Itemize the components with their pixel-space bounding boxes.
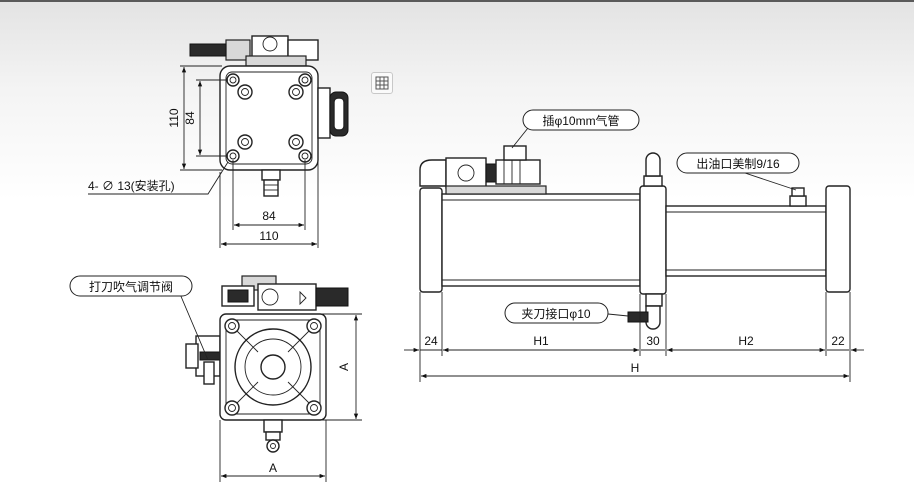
- top-border: [0, 0, 914, 2]
- side-view: [404, 127, 864, 382]
- dim-side-h2: H2: [738, 334, 754, 348]
- dim-side-30: 30: [646, 334, 660, 348]
- callout-oil-outlet: 出油口美制9/16: [696, 157, 780, 171]
- callout-air-pipe: 插φ10mm气管: [542, 113, 619, 128]
- callout-blow-valve-frame: [69, 275, 193, 297]
- callout-tool-clamp-port-frame: [504, 302, 609, 324]
- dim-front-width-inner: 84: [262, 209, 276, 223]
- dim-bottom-width-a: A: [269, 461, 277, 475]
- dim-bottom-side-a: A: [337, 363, 351, 371]
- callout-blow-valve: 打刀吹气调节阀: [89, 279, 173, 294]
- callout-oil-outlet-frame: [676, 152, 800, 174]
- dim-side-h1: H1: [533, 334, 549, 348]
- dim-side-22: 22: [831, 334, 845, 348]
- dim-side-h: H: [631, 361, 640, 375]
- dim-front-width-outer: 110: [259, 229, 278, 243]
- dim-front-height-outer: 110: [167, 108, 181, 127]
- callout-tool-clamp-port: 夹刀接口φ10: [521, 306, 590, 321]
- dim-mounting-holes: 4- ∅ 13(安装孔): [88, 178, 175, 193]
- callout-air-pipe-frame: [522, 109, 640, 131]
- image-viewer-icon[interactable]: [371, 72, 393, 94]
- front-view: [88, 35, 349, 248]
- bottom-view: [179, 275, 362, 482]
- dim-front-height-inner: 84: [183, 111, 197, 125]
- dim-side-24: 24: [424, 334, 438, 348]
